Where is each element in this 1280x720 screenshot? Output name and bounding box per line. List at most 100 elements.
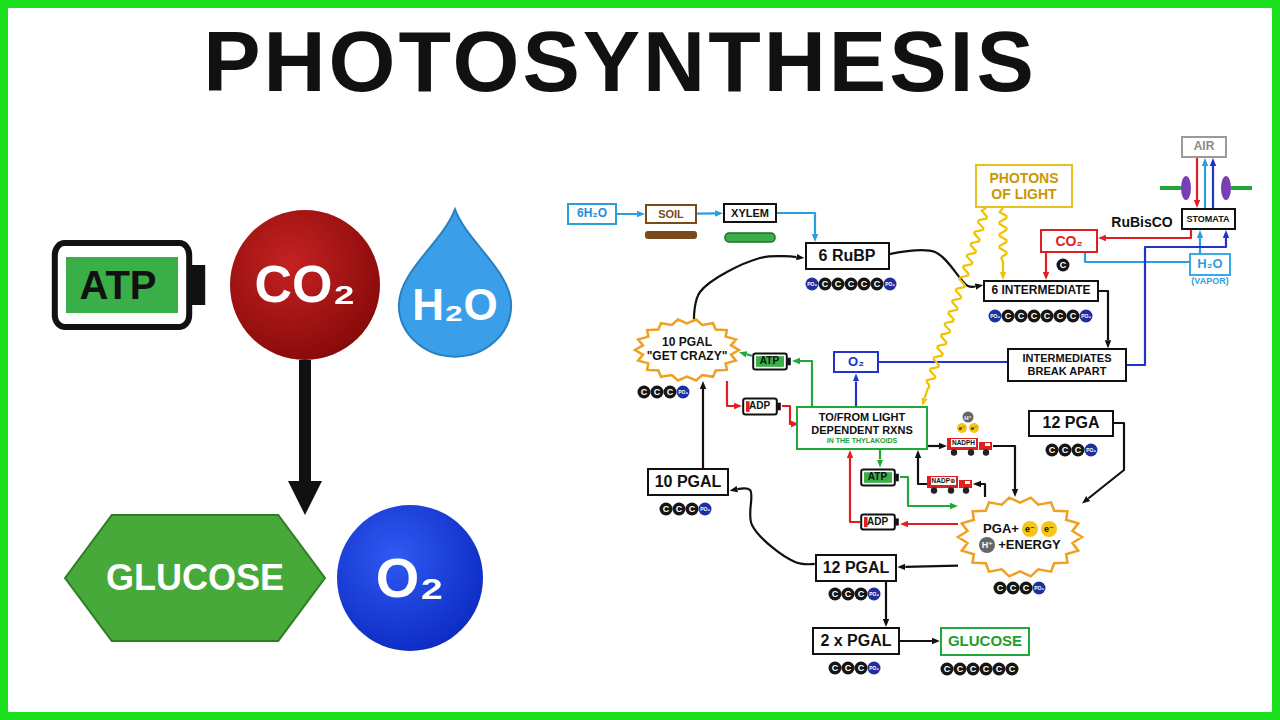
battery-charge [66, 257, 178, 313]
starburst-shape [635, 319, 739, 380]
carbon-atom: C [858, 278, 871, 291]
node-text: e⁻ [1022, 521, 1038, 537]
carbon-atom: C [686, 503, 699, 516]
connector [908, 523, 958, 525]
truck-window [965, 481, 970, 484]
node-text: 2 x PGAL [820, 632, 891, 650]
process-box: 10 PGAL [647, 468, 730, 496]
connector [900, 640, 932, 642]
connector [1106, 230, 1191, 238]
battery-terminal [895, 518, 899, 525]
battery-icon: ADP [860, 513, 900, 531]
node-text: SOIL [658, 208, 684, 221]
battery-icon: ATP [50, 235, 210, 335]
connector [617, 213, 637, 215]
carbon-atom: C [954, 663, 967, 676]
carbon-atom: C [1057, 259, 1070, 272]
connector [855, 381, 857, 406]
truck-wheel [931, 487, 937, 493]
carbon-atom: C [651, 386, 664, 399]
soil-strip [645, 231, 697, 239]
node-text: TO/FROM LIGHT DEPENDENT RXNS [806, 411, 918, 436]
connector [928, 445, 939, 447]
electron: e⁻ [969, 423, 979, 433]
battery-terminal [777, 402, 781, 410]
phosphate-group: PO₄ [1080, 310, 1093, 323]
node-text: +ENERGY [998, 538, 1061, 553]
connector [1099, 291, 1108, 340]
connector [777, 213, 815, 234]
page-frame [4, 4, 1276, 716]
node-text: STOMATA [1187, 214, 1230, 224]
node-text: 10 PGAL "GET CRAZY" [646, 336, 728, 364]
starburst-box: PGA+e⁻e⁻H⁺+ENERGY [958, 497, 1082, 577]
connector [694, 256, 797, 319]
carbon-atom: C [832, 278, 845, 291]
node-text: IN THE THYLAKOIDS [827, 437, 897, 445]
battery-case [743, 398, 777, 414]
connector [905, 566, 958, 567]
node-text: O₂ [848, 355, 864, 370]
node-text: ADP [867, 516, 888, 528]
connector [918, 458, 927, 484]
battery-case [753, 353, 787, 369]
phosphate-group: PO₄ [1033, 582, 1046, 595]
connector [702, 389, 704, 468]
battery-icon: ATP [752, 352, 792, 371]
node-text: PGA+ [983, 522, 1019, 537]
process-box: INTERMEDIATES BREAK APART [1007, 348, 1127, 381]
carbon-atom: C [1054, 310, 1067, 323]
connector [800, 361, 812, 406]
process-box: CO₂ [1040, 229, 1098, 253]
battery-icon: ADP [742, 397, 782, 416]
process-box: 6 INTERMEDIATE [983, 280, 1098, 302]
plain-label: RuBisCO [1111, 215, 1172, 229]
process-box: SOIL [645, 204, 697, 225]
carbon-atom: C [941, 663, 954, 676]
phosphate-group: PO₄ [868, 662, 881, 675]
electron: e⁻ [957, 423, 967, 433]
carbon-atom: C [664, 386, 677, 399]
battery-terminal [191, 265, 205, 305]
text-row: H⁺+ENERGY [979, 537, 1061, 553]
carbon-atom: C [1015, 310, 1028, 323]
carbon-atom: C [1067, 310, 1080, 323]
carbon-atom: C [1041, 310, 1054, 323]
carbon-atom: C [842, 588, 855, 601]
connector [850, 458, 860, 522]
process-box: GLUCOSE [940, 627, 1030, 656]
carbon-atom: C [967, 663, 980, 676]
process-box: TO/FROM LIGHT DEPENDENT RXNSIN THE THYLA… [796, 406, 928, 450]
leaf-surface [1160, 186, 1181, 190]
phosphate-group: PO₄ [677, 386, 690, 399]
carrier-truck: NADP⊕ [927, 474, 973, 494]
truck-bed [947, 438, 978, 450]
connector [299, 360, 311, 481]
node-text: ATP [868, 471, 887, 483]
truck-cab [959, 480, 972, 488]
battery-charge [756, 356, 784, 367]
node-text: H₂O [1189, 253, 1230, 276]
carbon-atom: C [638, 386, 651, 399]
process-box: AIR [1181, 136, 1227, 158]
carbon-atom: C [1059, 444, 1072, 457]
connector [747, 354, 752, 355]
process-box: O₂ [833, 351, 879, 374]
carbon-atom: C [993, 663, 1006, 676]
phosphate-group: PO₄ [989, 310, 1002, 323]
truck-wheel [968, 449, 974, 455]
node-text: O₂ [376, 546, 444, 610]
carbon-atom: C [829, 662, 842, 675]
node-text: NADP⊕ [931, 477, 957, 484]
connector [782, 406, 791, 424]
connector [697, 212, 715, 214]
carbon-atom: C [842, 662, 855, 675]
starburst-shape [958, 498, 1082, 577]
connector [1000, 208, 1007, 272]
process-box: 2 x PGAL [812, 627, 899, 655]
process-box: XYLEM [723, 203, 777, 224]
connector [737, 488, 814, 564]
node-text: ADP [749, 400, 770, 412]
